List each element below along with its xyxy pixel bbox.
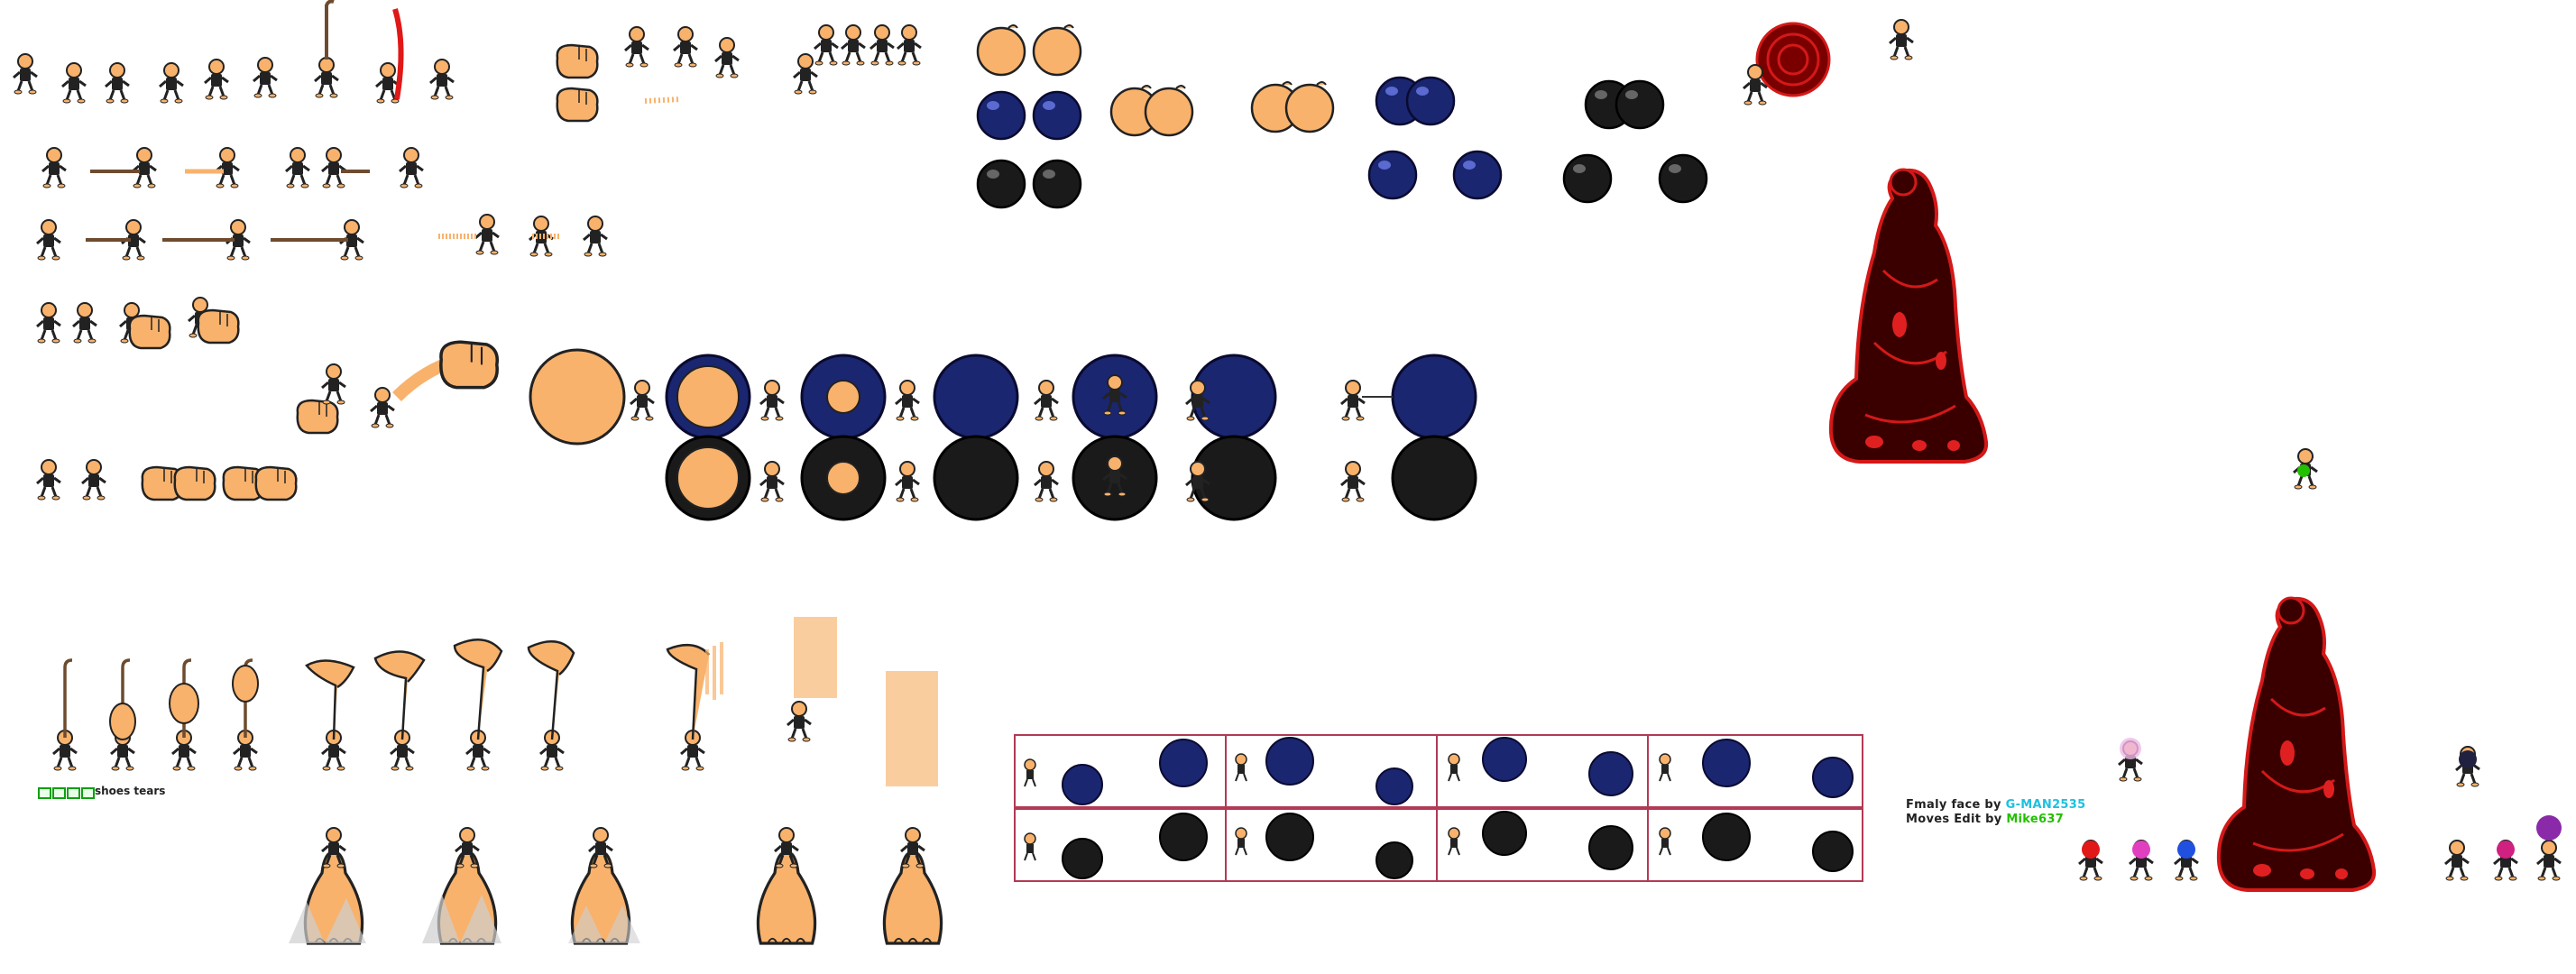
- shoes-tears-label: shoes tears: [95, 785, 166, 797]
- balloon-chain-row-navy: [665, 354, 1477, 440]
- credit-line-2: Moves Edit by Mike637: [1906, 813, 2064, 826]
- extra-characters: [2077, 738, 2562, 882]
- balloon-knockback-panel-6: [1225, 808, 1438, 882]
- giant-red-body-top: [1828, 18, 1989, 464]
- row-attack-frames: [12, 0, 455, 105]
- giant-punch-frames: [296, 340, 656, 446]
- credit-line-1: Fmaly face by G-MAN2535: [1906, 798, 2085, 812]
- foot-stomp-frames: [289, 826, 943, 945]
- balloon-knockback-panel-4: [1647, 734, 1863, 808]
- balloon-chain-row-black: [35, 435, 1477, 521]
- balloon-knockback-panel-8: [1647, 808, 1863, 882]
- balloon-knockback-panel-7: [1436, 808, 1649, 882]
- balloon-knockback-panel-5: [1014, 808, 1227, 882]
- stretch-leg-frames: [51, 617, 938, 786]
- credit-1-prefix: Fmaly face by: [1906, 798, 2001, 812]
- balloon-inflate-frames: [976, 23, 1708, 209]
- color-chip-3: [67, 787, 80, 799]
- red-vortex-sprite: [1742, 22, 1831, 106]
- credit-2-prefix: Moves Edit by: [1906, 813, 2002, 826]
- stretch-punch-frames: [35, 146, 609, 350]
- giant-red-body-bottom: [2216, 447, 2377, 892]
- balloon-knockback-panel-3: [1436, 734, 1649, 808]
- foot-stretch-frames: [305, 617, 938, 786]
- color-chip-4: [81, 787, 95, 799]
- row-fist-frames: [556, 23, 923, 123]
- balloon-knockback-panel-2: [1225, 734, 1438, 808]
- credit-2-author: Mike637: [2006, 813, 2065, 826]
- color-chip-2: [52, 787, 66, 799]
- balloon-knockback-panel-1: [1014, 734, 1227, 808]
- color-chip-1: [38, 787, 51, 799]
- credit-1-author: G-MAN2535: [2005, 798, 2086, 812]
